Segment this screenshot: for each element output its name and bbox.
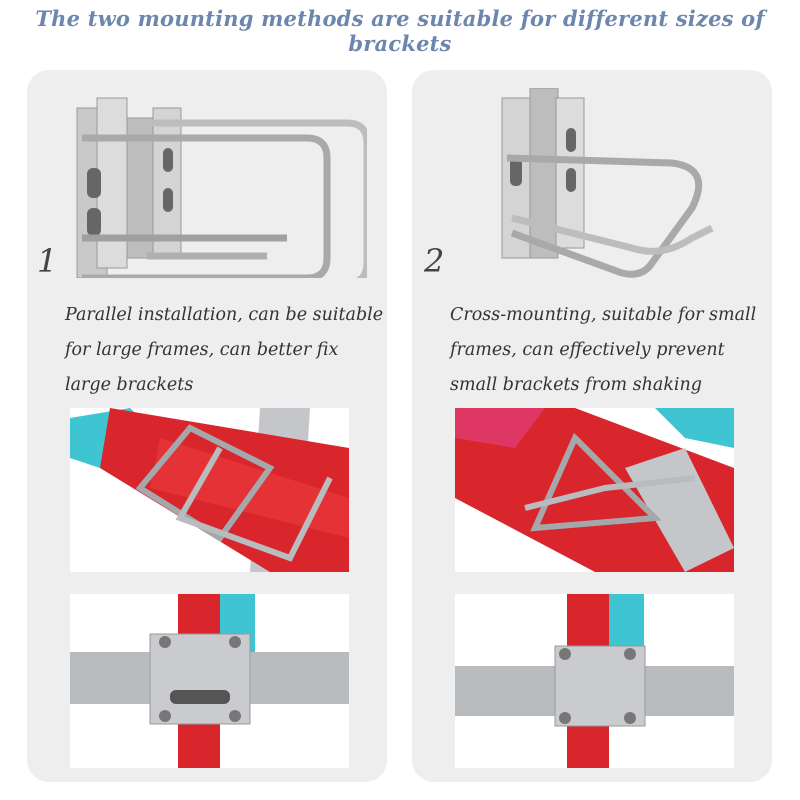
parallel-install-photo-angle: [70, 408, 349, 572]
cross-bracket-product-image: [501, 88, 714, 278]
panel-parallel-installation: 1 Parallel installation, can be suitable…: [27, 70, 387, 782]
method-number: 2: [424, 242, 445, 280]
cross-install-photo-front: [455, 594, 734, 768]
method-number: 1: [37, 242, 58, 280]
cross-install-photo-angle: [455, 408, 734, 572]
parallel-bracket-product-image: [76, 97, 367, 278]
parallel-install-photo-front: [70, 594, 349, 768]
page-headline: The two mounting methods are suitable fo…: [35, 6, 765, 56]
panel-cross-mounting: 2 Cross-mounting, suitable for small fra…: [412, 70, 772, 782]
method-description: Cross-mounting, suitable for small frame…: [450, 305, 757, 395]
method-description: Parallel installation, can be suitable f…: [65, 305, 384, 395]
